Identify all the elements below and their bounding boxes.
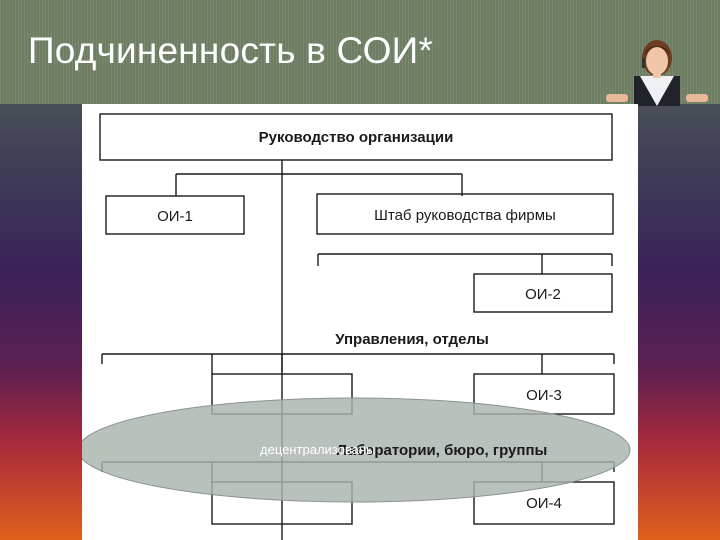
label-oi-1: ОИ-1	[157, 208, 193, 225]
box-oi-1	[105, 195, 245, 235]
label-departments: Управления, отделы	[335, 331, 489, 348]
label-oi-3: ОИ-3	[526, 387, 562, 404]
box-oi-2	[473, 273, 613, 313]
label-oi-4: ОИ-4	[526, 495, 562, 512]
label-management: Руководство организации	[259, 129, 454, 146]
org-chart: Руководство организации ОИ-1 Штаб руково…	[82, 113, 631, 540]
label-hq: Штаб руководства фирмы	[374, 207, 556, 224]
decentralized-ellipse	[82, 397, 631, 503]
label-labs: Лаборатории, бюро, группы	[337, 442, 548, 459]
presenter-avatar-image	[606, 40, 708, 106]
slide-title: Подчиненность в СОИ*	[28, 30, 433, 71]
box-management	[99, 113, 613, 161]
label-oi-2: ОИ-2	[525, 286, 561, 303]
box-hq	[316, 193, 614, 235]
org-chart-panel: Руководство организации ОИ-1 Штаб руково…	[82, 104, 638, 540]
header-band	[0, 0, 720, 104]
label-decentralized: децентрализованы	[260, 442, 375, 457]
